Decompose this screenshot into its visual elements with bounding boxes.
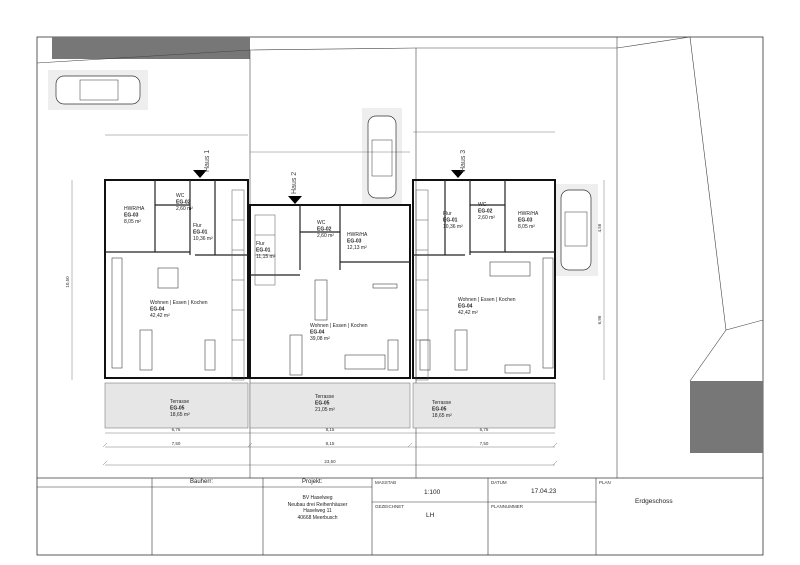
- parking-car-1: [48, 70, 148, 110]
- dimension-lines: [71, 131, 605, 466]
- dim-house-3: 7,50: [480, 441, 489, 446]
- parking-car-3: [556, 184, 598, 276]
- room-area: 2,60 m²: [317, 233, 334, 239]
- room-area: 42,42 m²: [150, 313, 170, 319]
- room-code: EG-05: [432, 407, 447, 413]
- room-label: Terrasse: [432, 400, 451, 406]
- room-code: EG-03: [124, 213, 139, 219]
- room-label: Flur: [443, 211, 452, 217]
- room-area: 10,36 m²: [443, 224, 463, 230]
- room-code: EG-03: [518, 218, 533, 224]
- house-label-3: Haus 3: [460, 150, 467, 172]
- room-label: WC: [176, 193, 185, 199]
- room-label: Flur: [193, 223, 202, 229]
- room-label: HWR/HA: [347, 232, 368, 238]
- room-area: 39,08 m²: [310, 336, 330, 342]
- room-label: HWR/HA: [518, 211, 539, 217]
- room-code: EG-01: [256, 248, 271, 254]
- room-area: 11,15 m²: [256, 254, 276, 260]
- stairs: [231, 189, 429, 381]
- dim-depth-right-lower: 6,96: [597, 315, 602, 324]
- room-code: EG-01: [443, 218, 458, 224]
- dim-depth-left: 10,50: [65, 276, 70, 288]
- building-walls: [104, 179, 556, 379]
- room-label: WC: [478, 202, 487, 208]
- room-code: EG-05: [170, 406, 185, 412]
- terraces: [104, 382, 556, 429]
- parking-car-2: [362, 108, 402, 204]
- dim-total: 23,50: [324, 459, 336, 464]
- house-label-1: Haus 1: [204, 150, 211, 172]
- sheet-frame: [36, 36, 764, 556]
- room-label: Terrasse: [170, 399, 189, 405]
- dim-terrace-2: 8,15: [326, 427, 335, 432]
- room-code: EG-05: [315, 401, 330, 407]
- room-label: WC: [317, 220, 326, 226]
- room-area: 42,42 m²: [458, 310, 478, 316]
- room-area: 21,05 m²: [315, 407, 335, 413]
- room-label: Terrasse: [315, 394, 334, 400]
- room-code: EG-02: [478, 209, 493, 215]
- neighbour-building-right: [690, 381, 763, 453]
- room-label: Flur: [256, 241, 265, 247]
- entrance-markers: [193, 170, 465, 204]
- room-code: EG-04: [458, 304, 473, 310]
- room-label: Wohnen | Essen | Kochen: [458, 297, 516, 303]
- room-code: EG-02: [317, 227, 332, 233]
- room-label: HWR/HA: [124, 206, 145, 212]
- dim-house-2: 8,15: [326, 441, 335, 446]
- room-area: 10,36 m²: [193, 236, 213, 242]
- room-area: 8,05 m²: [124, 219, 141, 225]
- room-area: 2,60 m²: [478, 215, 495, 221]
- dim-terrace-3: 6,76: [480, 427, 489, 432]
- dim-house-1: 7,50: [172, 441, 181, 446]
- title-block-grid: [37, 477, 763, 555]
- room-area: 8,05 m²: [518, 224, 535, 230]
- room-area: 18,65 m²: [170, 412, 190, 418]
- house-label-2: Haus 2: [291, 172, 298, 194]
- room-label: Wohnen | Essen | Kochen: [150, 300, 208, 306]
- room-area: 12,13 m²: [347, 245, 367, 251]
- room-code: EG-01: [193, 230, 208, 236]
- room-code: EG-02: [176, 200, 191, 206]
- neighbour-building: [52, 37, 250, 59]
- dim-terrace-1: 6,76: [172, 427, 181, 432]
- room-area: 2,60 m²: [176, 206, 193, 212]
- dim-depth-right-upper: 4,56: [597, 223, 602, 232]
- room-code: EG-03: [347, 239, 362, 245]
- furniture: [111, 257, 554, 376]
- room-area: 18,65 m²: [432, 413, 452, 419]
- room-code: EG-04: [310, 330, 325, 336]
- room-code: EG-04: [150, 307, 165, 313]
- room-label: Wohnen | Essen | Kochen: [310, 323, 368, 329]
